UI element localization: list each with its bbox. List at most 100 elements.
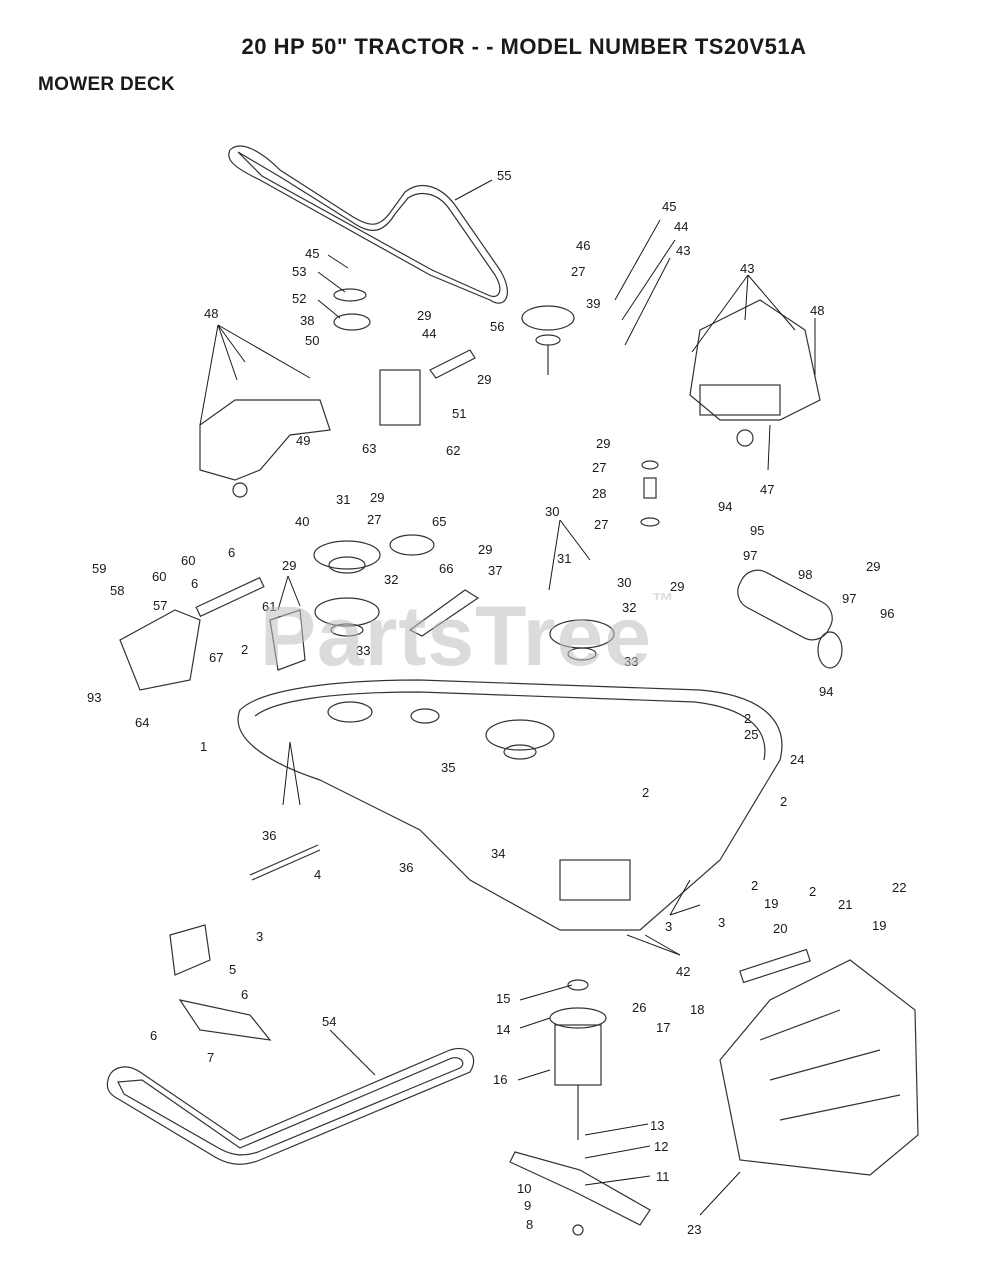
callout-label: 50 [305,333,319,348]
callout-label: 34 [491,846,505,861]
bracket-57-part [119,609,201,691]
leader-line [317,299,341,319]
roller-98-part [737,569,833,641]
callout-label: 2 [809,884,816,899]
pulley-32-left-hub [330,623,364,637]
deck-baffle [559,859,631,901]
callout-label: 38 [300,313,314,328]
leader-line [767,424,771,471]
callout-label: 46 [576,238,590,253]
callout-label: 4 [314,867,321,882]
callout-label: 56 [490,319,504,334]
blade-bolt-8 [572,1224,584,1236]
leader-line [199,324,219,426]
callout-label: 17 [656,1020,670,1035]
callout-label: 95 [750,523,764,538]
callout-label: 42 [676,964,690,979]
page-title: 20 HP 50" TRACTOR - - MODEL NUMBER TS20V… [241,34,807,59]
leader-line [744,274,749,321]
link-4-part [249,844,319,876]
callout-label: 20 [773,921,787,936]
leader-line [217,324,238,381]
pulley-53-part [333,288,367,302]
callout-label: 7 [207,1050,214,1065]
leader-line [584,1123,649,1136]
upper-belt-part [228,145,509,304]
discharge-chute-23-part [719,959,919,1176]
bracket-56-part [429,349,476,379]
leader-line [644,934,681,956]
watermark-text: PartsTree [260,589,652,683]
gearbox-47-part [689,299,821,421]
callout-label: 63 [362,441,376,456]
callout-label: 13 [650,1118,664,1133]
roller-98-end [817,631,843,669]
callout-label: 94 [819,684,833,699]
callout-label: 29 [596,436,610,451]
callout-label: 65 [432,514,446,529]
callout-label: 6 [150,1028,157,1043]
leader-line [327,254,349,269]
hanger-61-part [269,609,306,671]
callout-label: 8 [526,1217,533,1232]
callout-label: 25 [744,727,758,742]
watermark: PartsTree™ [260,588,675,685]
pulley-40-inner [328,556,366,574]
callout-label: 3 [718,915,725,930]
callout-label: 43 [676,243,690,258]
callout-label: 22 [892,880,906,895]
callout-label: 97 [743,548,757,563]
watermark-trademark: ™ [651,588,675,613]
leader-line [624,257,671,346]
lift-linkage-5-part [169,924,211,976]
leader-line [699,1171,741,1216]
callout-label: 54 [322,1014,336,1029]
lower-belt-part [106,1047,475,1165]
callout-label: 35 [441,760,455,775]
callout-label: 32 [384,572,398,587]
callout-label: 64 [135,715,149,730]
callout-label: 6 [228,545,235,560]
callout-label: 44 [674,219,688,234]
leader-line [621,239,676,321]
callout-label: 66 [439,561,453,576]
callout-label: 27 [592,460,606,475]
callout-label: 30 [545,504,559,519]
callout-label: 11 [656,1169,670,1184]
callout-label: 6 [241,987,248,1002]
leader-line [559,519,591,561]
callout-label: 27 [367,512,381,527]
lift-link-7-part [178,999,272,1041]
callout-label: 14 [496,1022,510,1037]
callout-label: 40 [295,514,309,529]
leader-line [626,934,681,956]
callout-label: 48 [810,303,824,318]
callout-label: 52 [292,291,306,306]
pulley-39-part [521,305,575,331]
callout-label: 3 [665,919,672,934]
callout-label: 55 [497,168,511,183]
callout-label: 47 [760,482,774,497]
mower-deck-rim [254,691,766,761]
callout-label: 15 [496,991,510,1006]
callout-label: 60 [152,569,166,584]
deck-pulley-34-hub [503,744,537,760]
leader-line [282,741,291,806]
deck-pulley-34 [485,719,555,751]
callout-label: 2 [241,642,248,657]
leader-line [217,324,246,363]
callout-label: 29 [670,579,684,594]
callout-label: 21 [838,897,852,912]
callout-label: 53 [292,264,306,279]
spacer-part [641,460,659,470]
callout-label: 27 [594,517,608,532]
callout-label: 1 [200,739,207,754]
deck-spindle-center [410,708,440,724]
spindle-15-part [567,979,589,991]
leader-line [669,879,691,916]
leader-line [517,1069,551,1081]
callout-label: 19 [764,896,778,911]
pulley-32-right-hub [567,647,597,661]
callout-label: 30 [617,575,631,590]
